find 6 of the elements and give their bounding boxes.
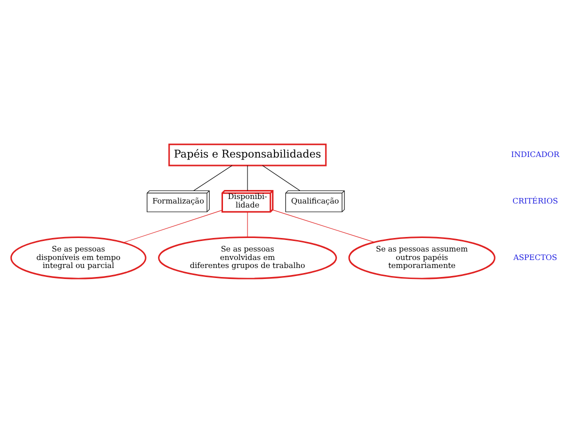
connector [262,165,300,191]
connector [247,212,248,238]
connector [272,210,375,242]
connector [123,210,222,243]
node-box: Papéis e Responsabilidades [168,144,327,166]
connector [193,165,232,191]
